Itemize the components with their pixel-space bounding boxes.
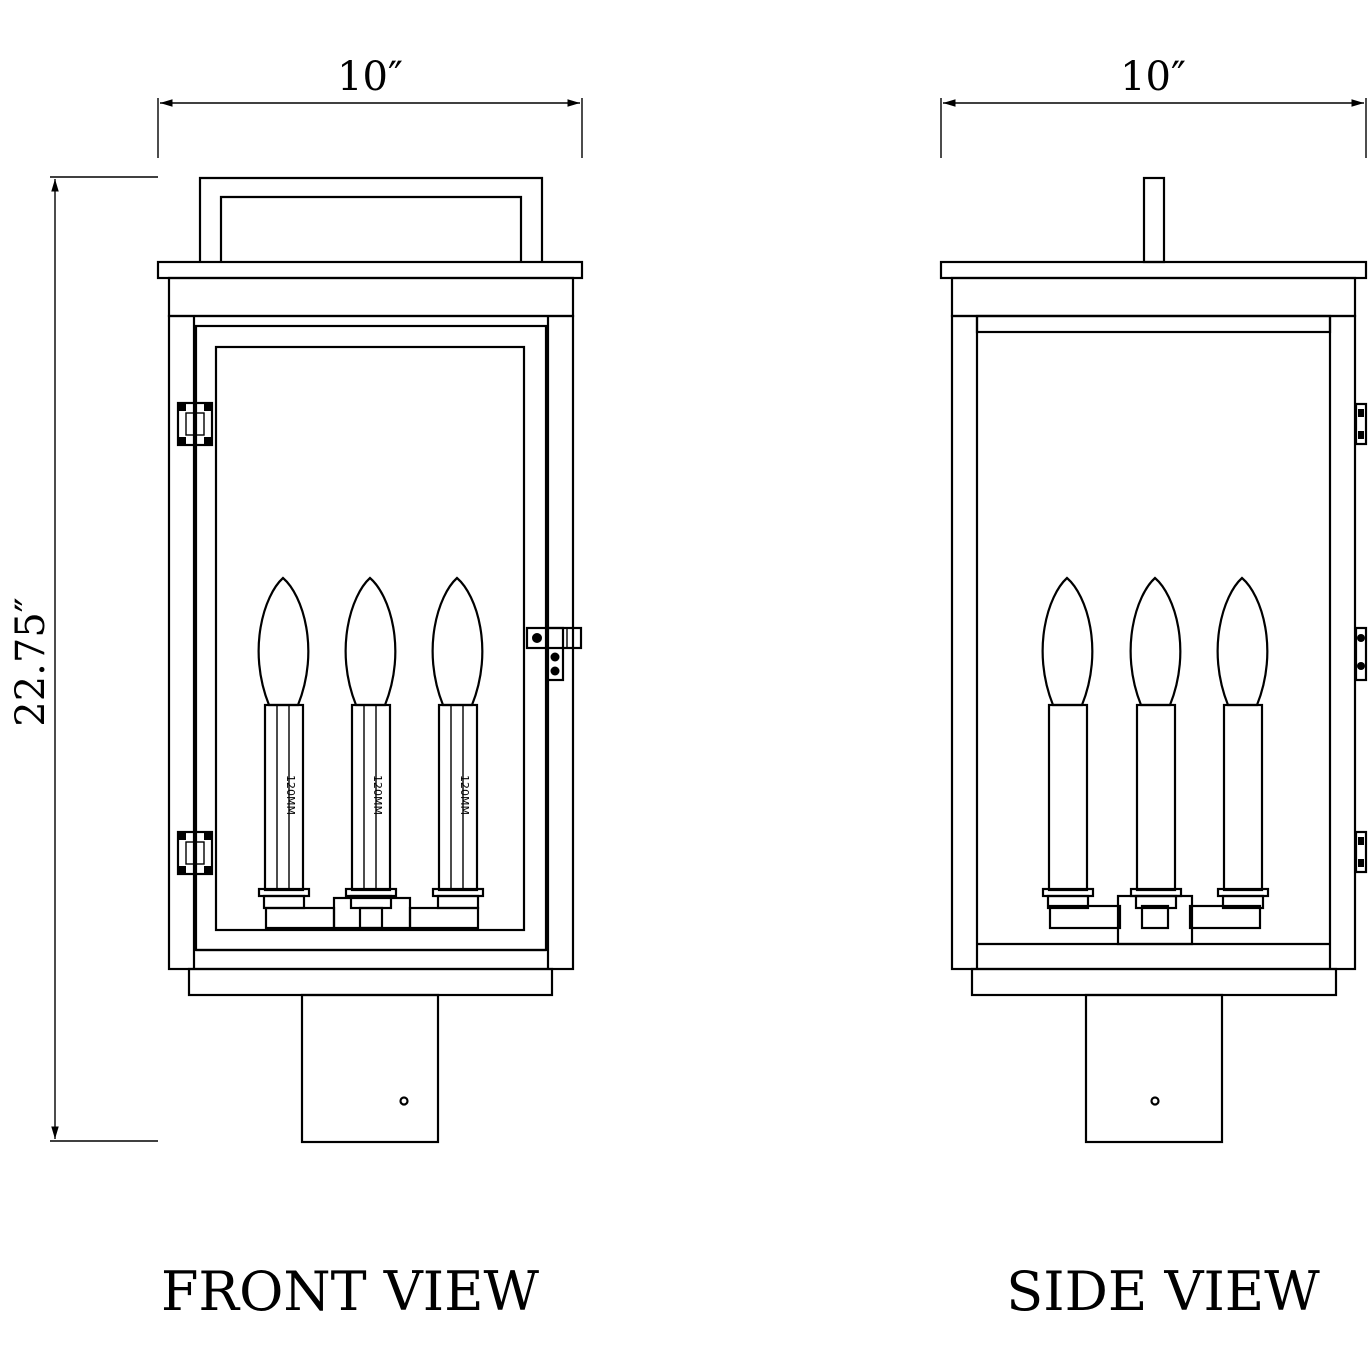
height-dimension: 22.75″ (8, 176, 158, 1142)
side-hinge-bottom (1354, 830, 1368, 874)
front-hinge-top (176, 401, 214, 447)
side-width-label: 10″ (1120, 54, 1186, 100)
front-candle-3: 120MM (431, 576, 485, 910)
front-width-dimension: 10″ (157, 54, 583, 158)
front-candle-2: 120MM (344, 576, 398, 910)
side-latch (1354, 626, 1368, 682)
side-view-lantern (939, 176, 1368, 1144)
front-view-lantern: 120MM 120MM 120MM (156, 176, 584, 1144)
side-candle-1 (1041, 576, 1095, 910)
side-hinge-top (1354, 402, 1368, 446)
candle-length-label: 120MM (458, 775, 471, 815)
front-width-label: 10″ (337, 54, 403, 100)
front-candle-1: 120MM (257, 576, 311, 910)
height-label: 22.75″ (8, 597, 54, 726)
front-latch (525, 626, 583, 682)
candle-length-label: 120MM (284, 775, 297, 815)
side-width-dimension: 10″ (940, 54, 1367, 158)
front-view-title: FRONT VIEW (161, 1260, 540, 1323)
front-hinge-bottom (176, 830, 214, 876)
side-candle-3 (1216, 576, 1270, 910)
candle-length-label: 120MM (371, 775, 384, 815)
side-candle-2 (1129, 576, 1183, 910)
side-view-title: SIDE VIEW (1006, 1260, 1320, 1323)
